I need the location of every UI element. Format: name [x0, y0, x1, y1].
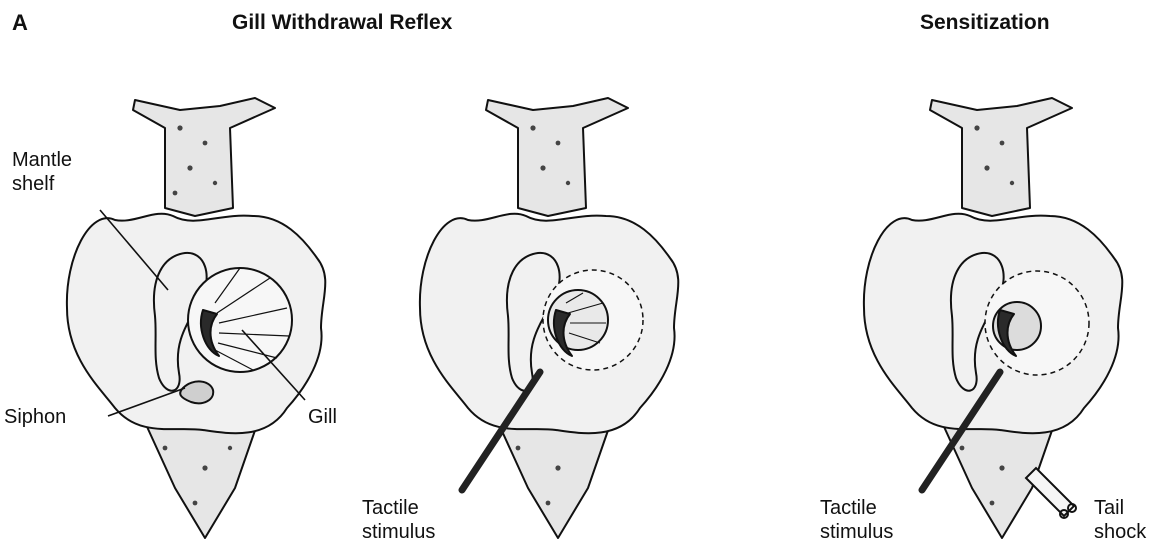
label-gill: Gill — [308, 405, 337, 429]
aplysia-illustration-sensitization — [852, 88, 1152, 548]
aplysia-illustration-resting — [55, 88, 355, 548]
label-tactile-stimulus-middle: Tactile stimulus — [362, 496, 435, 545]
label-tail-shock: Tail shock — [1094, 496, 1146, 545]
head-region — [133, 98, 275, 216]
title-sensitization: Sensitization — [920, 10, 1050, 36]
label-mantle-shelf: Mantle shelf — [12, 148, 72, 197]
label-tactile-stimulus-right: Tactile stimulus — [820, 496, 893, 545]
aplysia-illustration-tactile — [408, 88, 708, 548]
panel-letter: A — [12, 10, 28, 37]
tail-region — [143, 416, 260, 538]
label-siphon: Siphon — [4, 405, 66, 429]
title-gill-withdrawal-reflex: Gill Withdrawal Reflex — [232, 10, 452, 36]
